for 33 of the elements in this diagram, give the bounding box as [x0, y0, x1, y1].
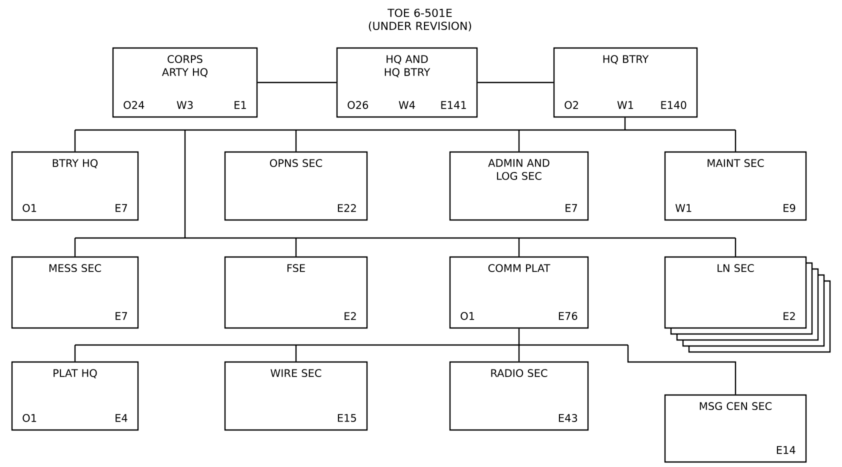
connector-line: [74, 345, 76, 362]
unit-box: MAINT SEC W1 E9: [664, 151, 807, 221]
connector-line: [74, 129, 736, 239]
connector-line: [74, 238, 76, 256]
unit-box: OPNS SEC E22: [224, 151, 368, 221]
unit-box: COMM PLAT O1 E76: [449, 256, 589, 329]
unit-box: ADMIN AND LOG SEC E7: [449, 151, 589, 221]
unit-box: BTRY HQ O1 E7: [11, 151, 139, 221]
unit-box: MSG CEN SEC E14: [664, 394, 807, 463]
connector-line: [74, 328, 629, 346]
unit-box: WIRE SEC E15: [224, 361, 368, 431]
connector-line: [295, 130, 297, 152]
connector-line: [627, 345, 736, 394]
connector-line: [295, 238, 297, 256]
unit-box: FSE E2: [224, 256, 368, 329]
connector-line: [518, 345, 520, 362]
connector-line: [518, 238, 520, 256]
unit-box: CORPS ARTY HQ O24 W3 E1: [112, 47, 258, 118]
unit-box: HQ BTRY O2 W1 E140: [553, 47, 698, 118]
connector-line: [258, 82, 336, 84]
connector-line: [734, 238, 736, 256]
connector-line: [478, 82, 554, 84]
connector-line: [518, 130, 520, 152]
connector-line: [74, 117, 736, 131]
unit-box: MESS SEC E7: [11, 256, 139, 329]
unit-box: HQ AND HQ BTRY O26 W4 E141: [336, 47, 478, 118]
unit-box: LN SEC E2: [664, 256, 807, 329]
connector-line: [74, 130, 76, 152]
connector-line: [734, 130, 736, 152]
connector-line: [295, 345, 297, 362]
unit-box: RADIO SEC E43: [449, 361, 589, 431]
unit-box: PLAT HQ O1 E4: [11, 361, 139, 431]
title: TOE 6-501E (UNDER REVISION): [368, 8, 472, 32]
